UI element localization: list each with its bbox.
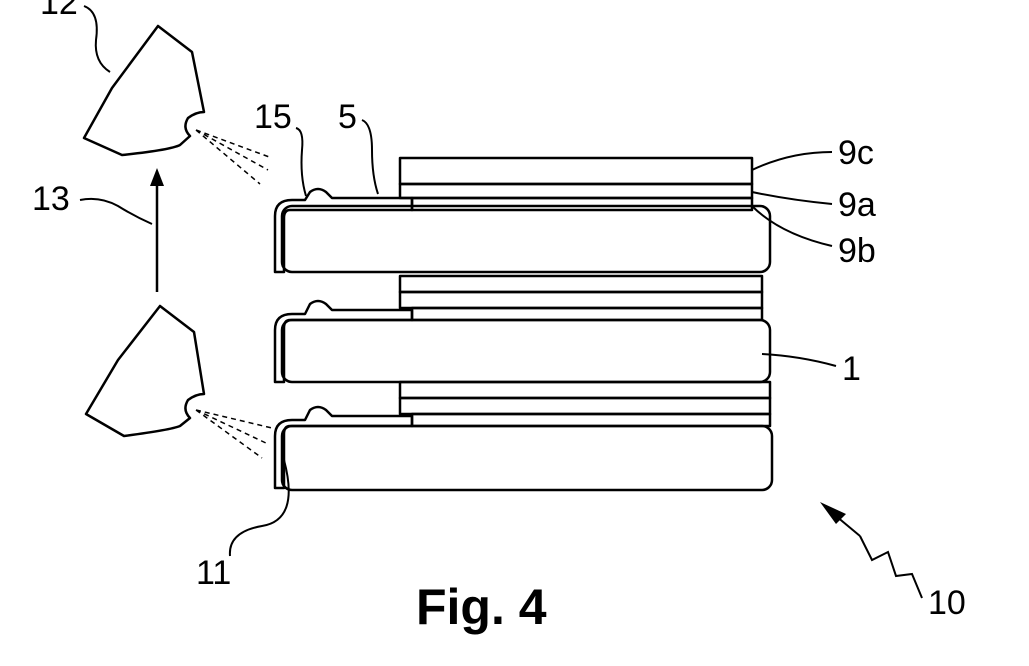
coating-bevel-middle <box>275 301 412 382</box>
coating-bevel-top <box>275 189 412 272</box>
layer-9c-middle <box>400 276 762 292</box>
layer-9b-bottom <box>412 414 770 426</box>
substrate-top <box>282 206 770 272</box>
movement-arrow <box>150 168 164 292</box>
ref-11: 11 <box>196 554 231 592</box>
leader-12 <box>84 6 110 72</box>
ref-1: 1 <box>842 350 861 388</box>
spray-nozzle-lower <box>86 306 272 458</box>
layer-9b-top <box>412 198 752 210</box>
leader-9a <box>752 192 832 204</box>
spray-cone-upper <box>196 130 272 184</box>
nozzle-body-upper <box>84 26 204 155</box>
nozzle-body-lower <box>86 306 204 436</box>
leader-15 <box>296 128 306 196</box>
ref-9b: 9b <box>838 232 876 270</box>
substrate-bottom <box>282 426 772 490</box>
ref-9a: 9a <box>838 186 876 224</box>
leader-9c <box>752 152 832 170</box>
leader-lines <box>80 6 922 598</box>
stack-bottom <box>275 382 772 490</box>
leader-13 <box>80 199 152 224</box>
ref-12: 12 <box>40 0 78 22</box>
ref-13: 13 <box>32 180 70 218</box>
layer-9a-bottom <box>400 398 770 414</box>
layer-9c-bottom <box>400 382 770 398</box>
ref-15: 15 <box>254 98 292 136</box>
ref-5: 5 <box>338 98 357 136</box>
layer-9b-middle <box>412 308 762 320</box>
ref-10: 10 <box>928 584 966 622</box>
leader-11 <box>230 460 289 556</box>
leader-9b <box>752 206 832 246</box>
stack-top <box>275 158 770 272</box>
ref-9c: 9c <box>838 134 874 172</box>
figure-caption: Fig. 4 <box>416 579 547 635</box>
leader-1 <box>762 354 836 366</box>
leader-5 <box>362 120 378 194</box>
coating-bevel-bottom <box>275 407 412 488</box>
layer-9c-top <box>400 158 752 184</box>
spray-cone-lower <box>196 410 272 458</box>
leader-10 <box>860 536 922 598</box>
layer-9a-middle <box>400 292 762 308</box>
substrate-middle <box>282 320 770 382</box>
spray-nozzle-upper <box>84 26 272 184</box>
stack-middle <box>275 276 770 382</box>
layer-9a-top <box>400 184 752 198</box>
